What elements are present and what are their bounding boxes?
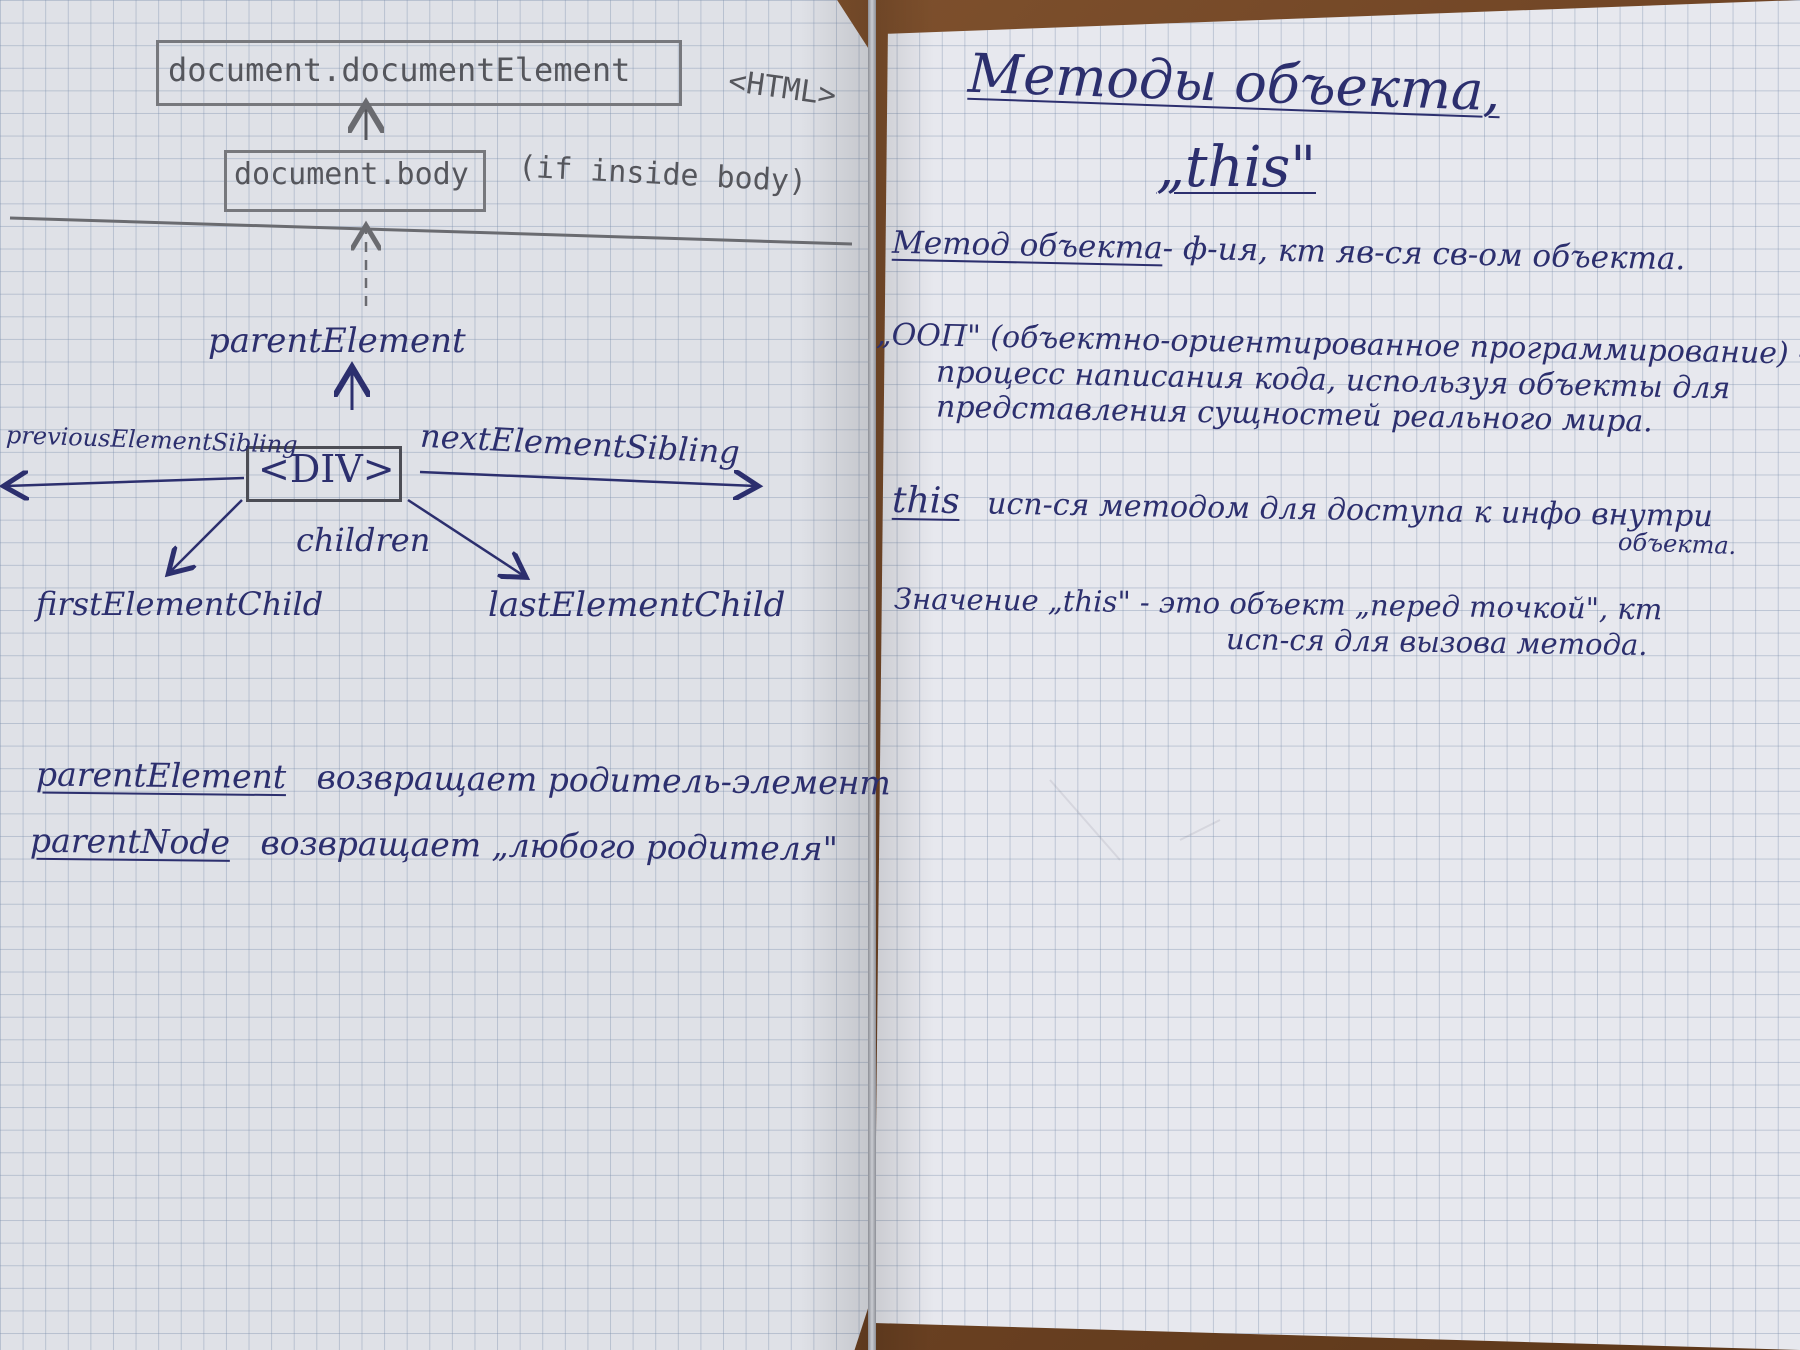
- paragraph-this-value-line2: исп-ся для вызова метода.: [1225, 622, 1648, 662]
- paragraph-term: Метод объекта: [891, 224, 1164, 267]
- notebook-spine: [868, 0, 876, 1350]
- first-child-label: firstElementChild: [36, 585, 324, 623]
- paragraph-term: this: [891, 479, 961, 523]
- document-body-box: [224, 150, 486, 212]
- document-element-label: document.documentElement: [168, 51, 631, 89]
- page-subtitle: „this": [1156, 135, 1316, 200]
- children-label: children: [296, 521, 431, 559]
- note-text: возвращает „любого родителя": [260, 823, 839, 869]
- paragraph-this-line2: объекта.: [1617, 527, 1737, 561]
- note-parent-element: parentElement возвращает родитель-элемен…: [35, 754, 891, 803]
- right-notebook-page: [874, 0, 1800, 1350]
- note-text: возвращает родитель-элемент: [316, 757, 891, 803]
- document-element-box: [156, 40, 682, 106]
- last-child-label: lastElementChild: [488, 585, 786, 625]
- parent-element-label: parentElement: [208, 321, 466, 361]
- note-term: parentNode: [29, 820, 231, 862]
- div-node-box: [246, 446, 402, 502]
- document-body-label: document.body: [234, 157, 469, 192]
- div-node-label: <DIV>: [258, 447, 395, 491]
- note-parent-node: parentNode возвращает „любого родителя": [29, 820, 839, 869]
- note-term: parentElement: [35, 754, 287, 797]
